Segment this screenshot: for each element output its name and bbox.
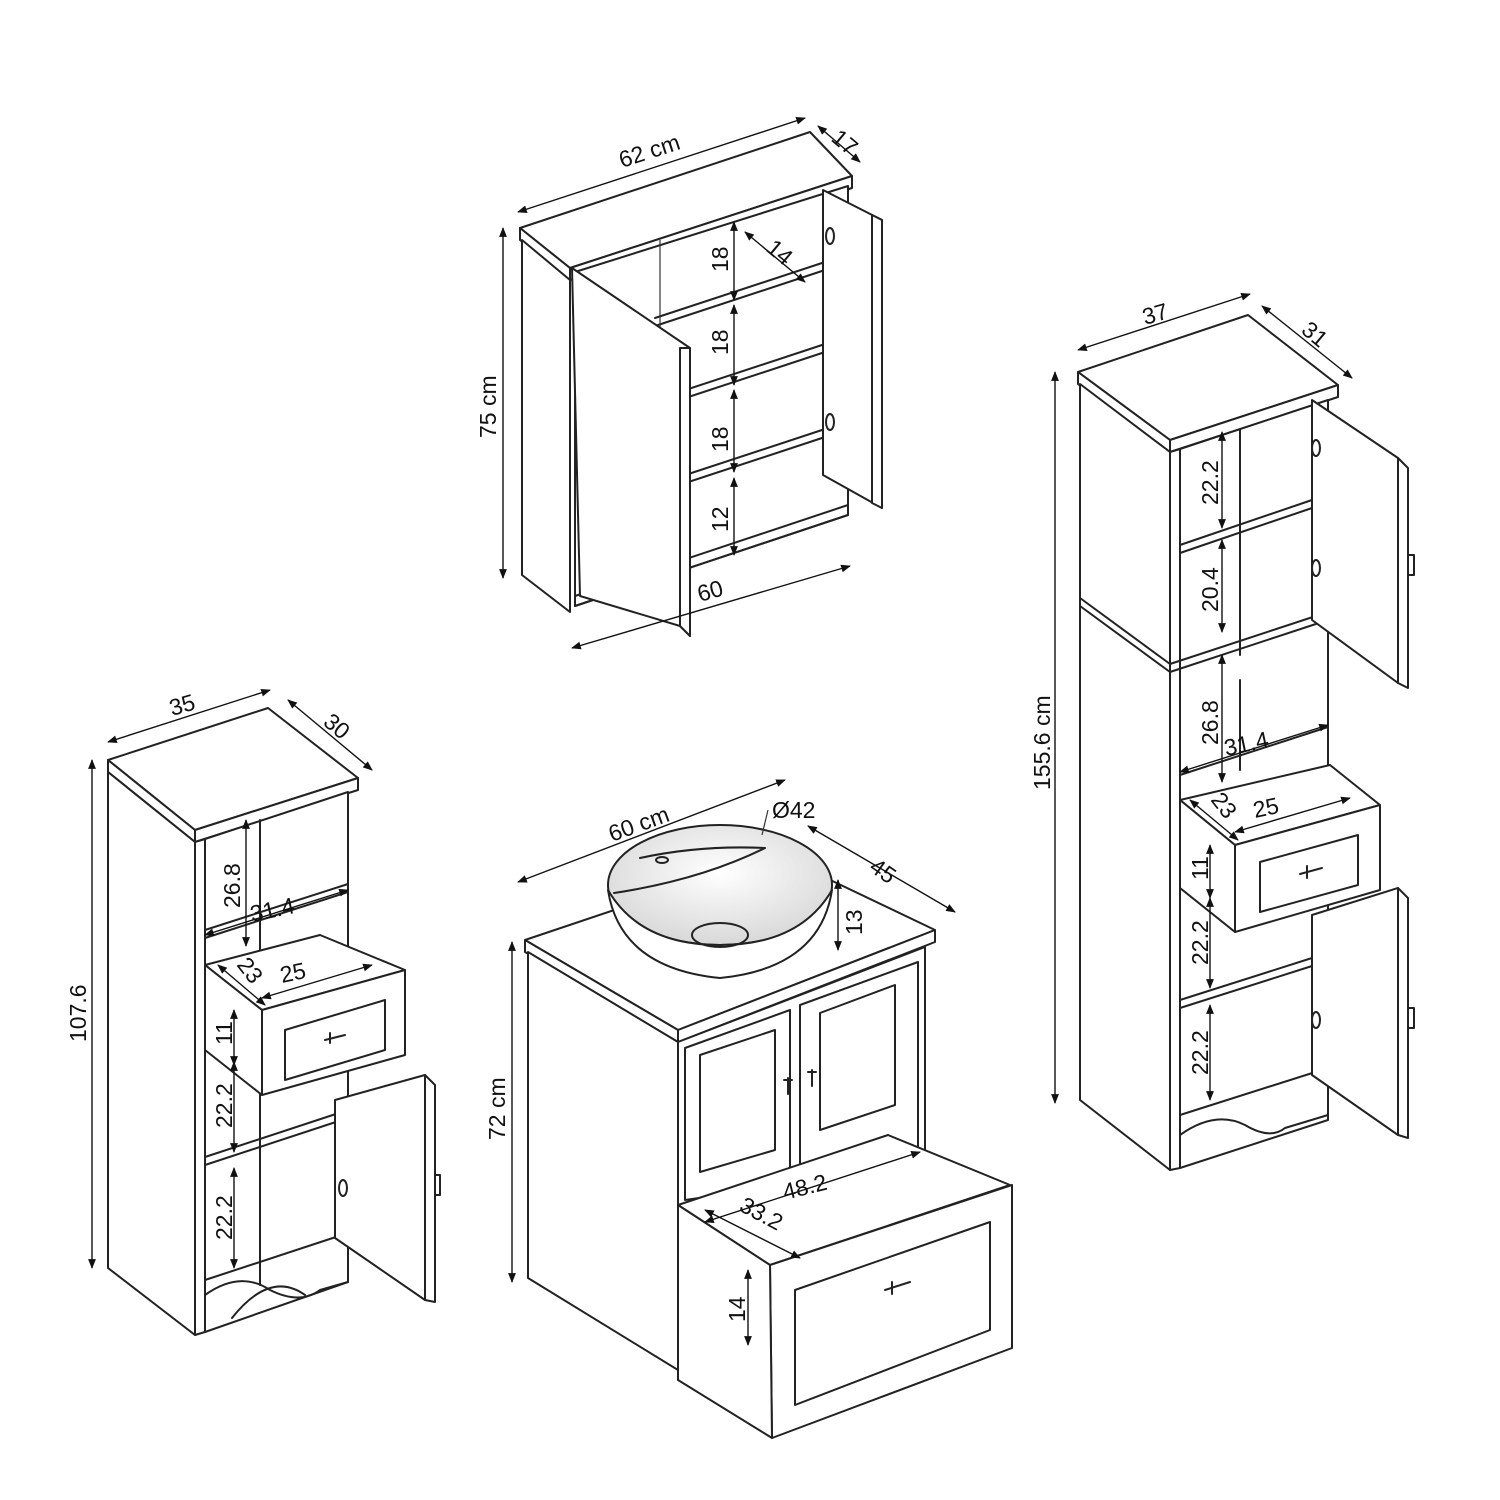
short-tall-depth-dim: [287, 699, 373, 771]
door-handle-icon: [1407, 554, 1415, 576]
wall-cabinet-depth-dim: [817, 125, 861, 163]
wall-cabinet-shelf2-label: 18: [707, 329, 733, 355]
tall-depth-label: 31: [1297, 316, 1333, 352]
tall-cabinet: 37 31 155.6 cm 22.2 20.4 26.8 31.4 23 25…: [1029, 293, 1415, 1171]
tall-width-dim: [1077, 293, 1251, 351]
vanity-depth-label: 45: [865, 853, 901, 889]
wall-cabinet: 62 cm 17 75 cm 60 14 18 18 18 12: [475, 117, 883, 650]
vanity-drawer-height-label: 14: [724, 1296, 750, 1322]
wall-cabinet-shelf4-label: 12: [707, 506, 733, 532]
short-tall-drawer-width-label: 25: [278, 957, 308, 988]
tall-drawer-depth-dim: [1189, 799, 1239, 841]
door-handle-icon: [807, 1069, 817, 1087]
tall-upper-shelf2-label: 20.4: [1197, 567, 1223, 612]
door-handle-icon: [783, 1077, 793, 1095]
vanity-drawer-depth-dim: [704, 1209, 801, 1259]
vanity-width-dim: [517, 779, 786, 883]
short-tall-open-height-label: 26.8: [219, 863, 245, 908]
vanity-basin-height-label: 13: [841, 909, 867, 935]
drawer-handle-icon: [1299, 865, 1323, 879]
wall-cabinet-width-dim: [517, 117, 806, 213]
short-tall-depth-label: 30: [319, 708, 355, 744]
door-handle-icon: [434, 1174, 441, 1196]
short-tall-width-label: 35: [166, 689, 198, 721]
short-tall-cabinet-door[interactable]: [334, 1074, 441, 1303]
door-handle-icon: [1407, 1007, 1415, 1029]
drawer-handle-icon: [884, 1281, 911, 1295]
tall-drawer-height-label: 11: [1187, 856, 1213, 880]
tall-upper-shelf1-label: 22.2: [1197, 460, 1223, 505]
tall-open-height-label: 26.8: [1197, 700, 1223, 745]
wall-cabinet-height-label: 75 cm: [475, 375, 501, 438]
wall-cabinet-shelf1-label: 18: [707, 246, 733, 272]
short-tall-height-label: 107.6: [65, 984, 91, 1042]
wall-cabinet-inner-width-label: 60: [694, 575, 726, 607]
vanity-depth-dim: [807, 825, 956, 913]
tall-cabinet-lower-door[interactable]: [1311, 887, 1415, 1139]
tall-cabinet-upper-door[interactable]: [1311, 399, 1415, 689]
short-tall-shelf2-label: 22.2: [211, 1195, 237, 1240]
tall-height-label: 155.6 cm: [1029, 695, 1055, 790]
wall-cabinet-body: [519, 131, 883, 637]
tall-lower-shelf2-label: 22.2: [1187, 1030, 1213, 1075]
vanity-height-label: 72 cm: [484, 1077, 510, 1140]
wall-cabinet-shelf3-label: 18: [707, 426, 733, 452]
tall-drawer-width-label: 25: [1251, 792, 1281, 823]
drawer-handle-icon: [324, 1032, 346, 1044]
short-tall-shelf1-label: 22.2: [211, 1083, 237, 1128]
wall-cabinet-inner-width-dim: [571, 564, 851, 650]
tall-depth-dim: [1261, 305, 1353, 379]
short-tall-drawer-width-dim: [261, 963, 373, 1000]
wall-cabinet-width-label: 62 cm: [616, 129, 684, 173]
short-tall-cabinet: 35 30 107.6 26.8 31.4 23 25 11 22.2 22.2: [65, 688, 441, 1336]
tall-open-width-dim: [1179, 723, 1329, 774]
wall-cabinet-shelf-depth-dim: [744, 231, 806, 283]
short-tall-width-dim: [107, 688, 271, 744]
short-tall-drawer-height-label: 11: [211, 1021, 237, 1045]
short-tall-drawer-depth-dim: [217, 964, 266, 1006]
tall-drawer-width-dim: [1234, 796, 1351, 834]
vanity-unit: 60 cm Ø42 45 13 72 cm 48.2 33.2 14: [484, 779, 1013, 1439]
tall-width-label: 37: [1139, 298, 1171, 330]
vanity-basin-diameter-label: Ø42: [772, 797, 815, 823]
tall-lower-shelf1-label: 22.2: [1187, 920, 1213, 965]
short-tall-cabinet-drawer[interactable]: [204, 934, 406, 1096]
short-tall-open-width-dim: [204, 888, 349, 937]
